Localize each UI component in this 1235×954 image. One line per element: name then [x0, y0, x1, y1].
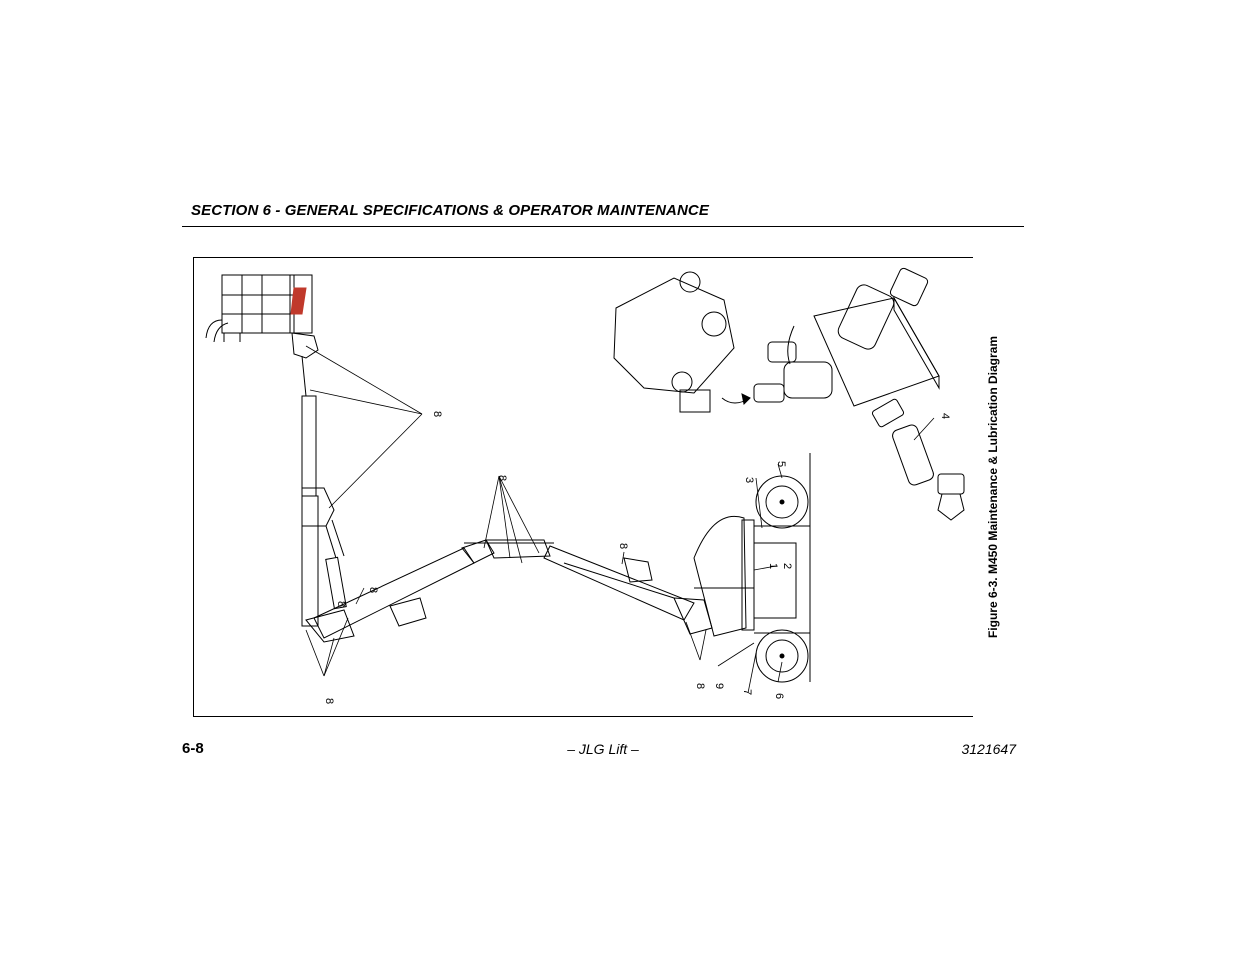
- callout-4: 4: [939, 413, 951, 419]
- diagram-drawing: 8 8 8 8 8 8 8 1 2 3 4 5 6 7 9: [205, 267, 965, 704]
- turntable: [693, 516, 755, 637]
- chassis-inset: [613, 271, 751, 413]
- lubrication-diagram: 8 8 8 8 8 8 8 1 2 3 4 5 6 7 9: [193, 257, 973, 717]
- filter-cartridge: [871, 398, 965, 521]
- header-rule: [182, 226, 1024, 227]
- publisher-label: – JLG Lift –: [567, 741, 639, 757]
- tower-cylinder: [325, 519, 347, 610]
- wheel-rear: [755, 475, 809, 529]
- jib-column: [291, 332, 335, 627]
- callout-6: 6: [773, 693, 785, 699]
- callout-2: 2: [781, 563, 793, 569]
- brand-decal: [290, 287, 307, 315]
- lower-boom: [305, 547, 475, 643]
- chassis: [753, 453, 811, 682]
- document-number: 3121647: [961, 741, 1016, 757]
- callout-1: 1: [767, 563, 779, 569]
- callout-8-top: 8: [431, 411, 443, 417]
- callout-5: 5: [775, 461, 787, 467]
- section-header: SECTION 6 - GENERAL SPECIFICATIONS & OPE…: [191, 202, 709, 219]
- wheel-front: [755, 629, 809, 683]
- platform-basket: [205, 274, 313, 343]
- callout-8-knuckle: 8: [496, 475, 508, 481]
- callout-8-upper-cylinder: 8: [367, 587, 379, 593]
- valve-block: [753, 267, 940, 407]
- callout-8-cylinder-pin: 8: [335, 601, 347, 607]
- callout-8-lower: 8: [323, 698, 335, 704]
- callout-8-main-boom: 8: [617, 543, 629, 549]
- figure-caption: Figure 6-3. M450 Maintenance & Lubricati…: [986, 335, 1000, 639]
- callout-9: 9: [713, 683, 725, 689]
- page-number: 6-8: [182, 740, 204, 757]
- leader-lines: [305, 345, 935, 694]
- main-boom: [543, 545, 713, 635]
- callout-3: 3: [743, 477, 755, 483]
- callout-7: 7: [741, 689, 753, 695]
- callout-labels: 8 8 8 8 8 8 8 1 2 3 4 5 6 7 9: [323, 411, 951, 704]
- callout-8-turntable: 8: [694, 683, 706, 689]
- knuckle-joint: [461, 539, 554, 564]
